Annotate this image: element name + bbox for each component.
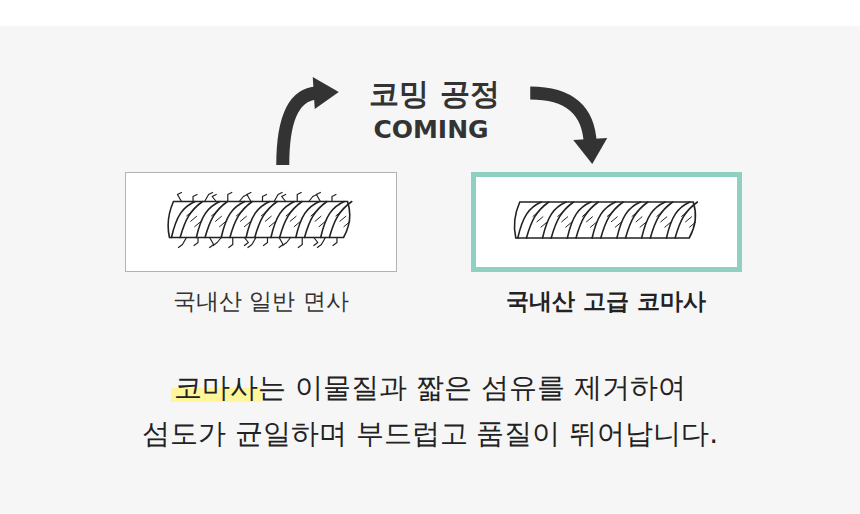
caption-block: 코마사는 이물질과 짧은 섬유를 제거하여 섬도가 균일하며 부드럽고 품질이 … bbox=[139, 365, 721, 457]
box-frame bbox=[125, 172, 397, 272]
yarn-box: 국내산 일반 면사 bbox=[125, 172, 397, 317]
yarn-illustration bbox=[476, 177, 747, 277]
process-name-en: COMING bbox=[373, 115, 488, 144]
yarn-illustration bbox=[126, 173, 398, 273]
box-frame bbox=[471, 172, 742, 272]
yarn-box: 국내산 고급 코마사 bbox=[471, 172, 742, 317]
caption-text: 코마사는 이물질과 짧은 섬유를 제거하여 섬도가 균일하며 부드럽고 품질이 … bbox=[139, 365, 721, 457]
box-label: 국내산 일반 면사 bbox=[105, 286, 417, 317]
box-label: 국내산 고급 코마사 bbox=[451, 286, 762, 317]
edge-label: 코밍 공정 bbox=[369, 74, 499, 115]
